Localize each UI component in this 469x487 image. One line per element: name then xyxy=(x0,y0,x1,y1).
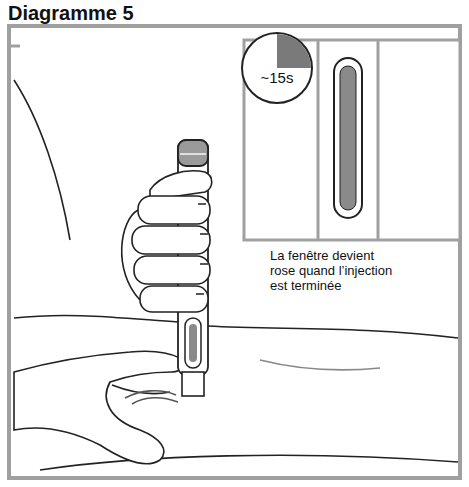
timer-face xyxy=(242,33,312,103)
window-inset xyxy=(244,40,460,240)
pinching-hand xyxy=(14,351,183,463)
frame-tick xyxy=(11,45,20,48)
timer-label: ~15s xyxy=(261,69,294,86)
diagram-title: Diagramme 5 xyxy=(8,2,134,25)
timer-dial xyxy=(240,31,314,105)
timer-wedge xyxy=(277,34,311,68)
timer-circle: ~15s xyxy=(240,31,314,105)
panel-frame xyxy=(9,26,460,478)
gripping-hand xyxy=(122,171,212,312)
window-note: La fenêtre devient rose quand l’injectio… xyxy=(268,248,400,295)
